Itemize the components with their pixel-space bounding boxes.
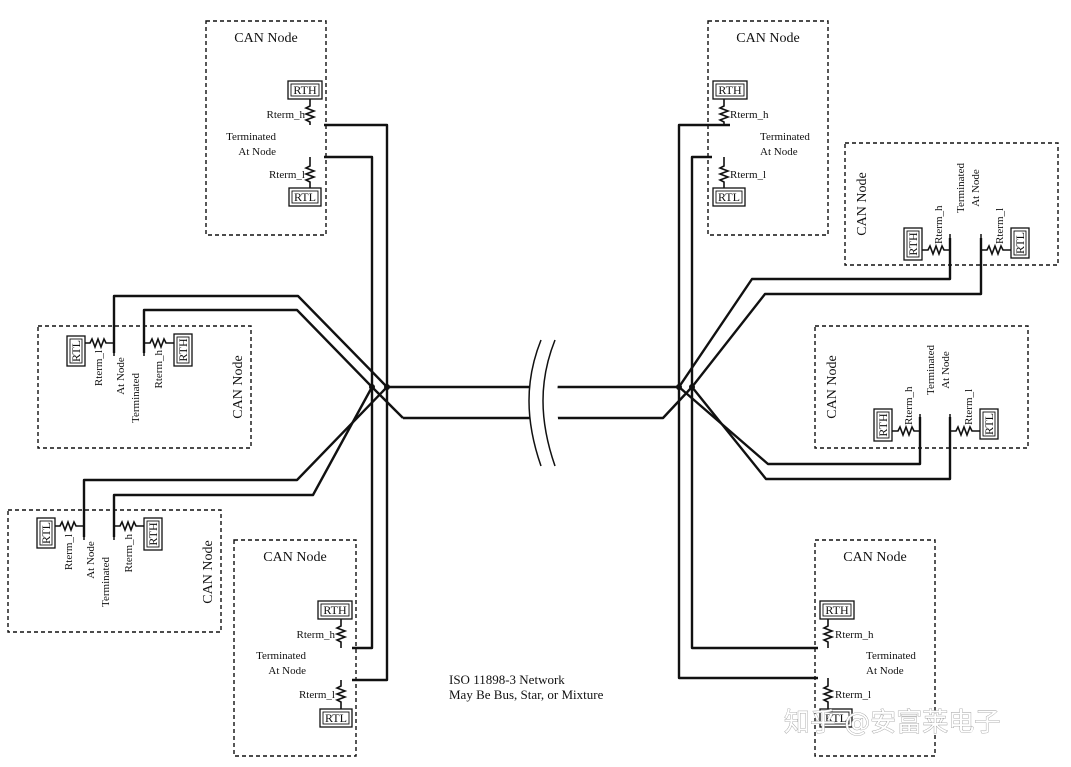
- rterm-h-label: Rterm_h: [267, 109, 306, 121]
- rterm-h-label: Rterm_h: [835, 629, 874, 641]
- rth-terminal: RTH: [293, 83, 317, 97]
- can-node-bottom-left: CAN Node RTH Rterm_h Terminated At Node …: [233, 539, 357, 757]
- node-title: CAN Node: [234, 31, 297, 46]
- cable-break-symbol: [528, 339, 569, 467]
- at-node-label: At Node: [970, 169, 982, 207]
- watermark-text: 知乎 @安富莱电子: [784, 708, 1000, 738]
- rtl-terminal: RTL: [982, 413, 996, 435]
- at-node-label: At Node: [268, 665, 306, 677]
- rtl-terminal: RTL: [825, 711, 847, 725]
- network-caption: ISO 11898-3 Network May Be Bus, Star, or…: [449, 672, 604, 702]
- terminated-label: Terminated: [866, 650, 916, 662]
- can-node-left-bottom: CAN Node RTL Rterm_l Rterm_h RTH At Node…: [7, 509, 222, 633]
- rterm-l-label: Rterm_l: [299, 689, 335, 701]
- network-caption-line1: ISO 11898-3 Network: [449, 672, 565, 687]
- rterm-h-label: Rterm_h: [123, 534, 135, 573]
- can-node-right-top: CAN Node RTH Rterm_h Rterm_l RTL Termina…: [844, 142, 1059, 266]
- terminated-label: Terminated: [256, 650, 306, 662]
- rtl-terminal: RTL: [69, 340, 83, 362]
- terminated-label: Terminated: [226, 131, 276, 143]
- rth-terminal: RTH: [146, 522, 160, 546]
- rterm-h-label: Rterm_h: [297, 629, 336, 641]
- node-title: CAN Node: [843, 550, 906, 565]
- rth-terminal: RTH: [876, 413, 890, 437]
- at-node-label: At Node: [238, 146, 276, 158]
- node-title: CAN Node: [231, 355, 246, 418]
- rth-terminal: RTH: [906, 232, 920, 256]
- rtl-terminal: RTL: [39, 522, 53, 544]
- at-node-label: At Node: [940, 351, 952, 389]
- rterm-l-label: Rterm_l: [994, 208, 1006, 244]
- bus-wires: [82, 123, 983, 682]
- rth-terminal: RTH: [323, 603, 347, 617]
- terminated-label: Terminated: [130, 373, 142, 423]
- network-caption-line2: May Be Bus, Star, or Mixture: [449, 687, 604, 702]
- terminated-label: Terminated: [100, 557, 112, 607]
- can-node-bottom-right: CAN Node RTH Rterm_h Terminated At Node …: [814, 539, 936, 757]
- node-title: CAN Node: [736, 31, 799, 46]
- can-node-left-middle: CAN Node RTL Rterm_l Rterm_h RTH At Node…: [37, 325, 252, 449]
- rterm-h-label: Rterm_h: [153, 350, 165, 389]
- node-title: CAN Node: [201, 540, 216, 603]
- rth-terminal: RTH: [825, 603, 849, 617]
- terminated-label: Terminated: [760, 131, 810, 143]
- node-title: CAN Node: [855, 172, 870, 235]
- at-node-label: At Node: [115, 357, 127, 395]
- node-title: CAN Node: [825, 355, 840, 418]
- rtl-terminal: RTL: [1013, 232, 1027, 254]
- rterm-l-label: Rterm_l: [63, 534, 75, 570]
- rterm-h-label: Rterm_h: [933, 205, 945, 244]
- terminated-label: Terminated: [955, 163, 967, 213]
- rterm-l-label: Rterm_l: [963, 389, 975, 425]
- rterm-h-label: Rterm_h: [730, 109, 769, 121]
- rth-terminal: RTH: [718, 83, 742, 97]
- can-node-top-right: CAN Node RTH Rterm_h Terminated At Node …: [707, 20, 829, 236]
- rtl-terminal: RTL: [325, 711, 347, 725]
- at-node-label: At Node: [866, 665, 904, 677]
- rth-terminal: RTH: [176, 338, 190, 362]
- rtl-terminal: RTL: [294, 190, 316, 204]
- rterm-l-label: Rterm_l: [835, 689, 871, 701]
- terminated-label: Terminated: [925, 345, 937, 395]
- node-title: CAN Node: [263, 550, 326, 565]
- rterm-l-label: Rterm_l: [730, 169, 766, 181]
- can-node-right-middle: CAN Node RTH Rterm_h Rterm_l RTL Termina…: [814, 325, 1029, 449]
- rterm-l-label: Rterm_l: [93, 350, 105, 386]
- can-node-top-left: CAN Node RTH Rterm_h Terminated At Node …: [205, 20, 327, 236]
- at-node-label: At Node: [85, 541, 97, 579]
- rterm-l-label: Rterm_l: [269, 169, 305, 181]
- at-node-label: At Node: [760, 146, 798, 158]
- rtl-terminal: RTL: [718, 190, 740, 204]
- rterm-h-label: Rterm_h: [903, 386, 915, 425]
